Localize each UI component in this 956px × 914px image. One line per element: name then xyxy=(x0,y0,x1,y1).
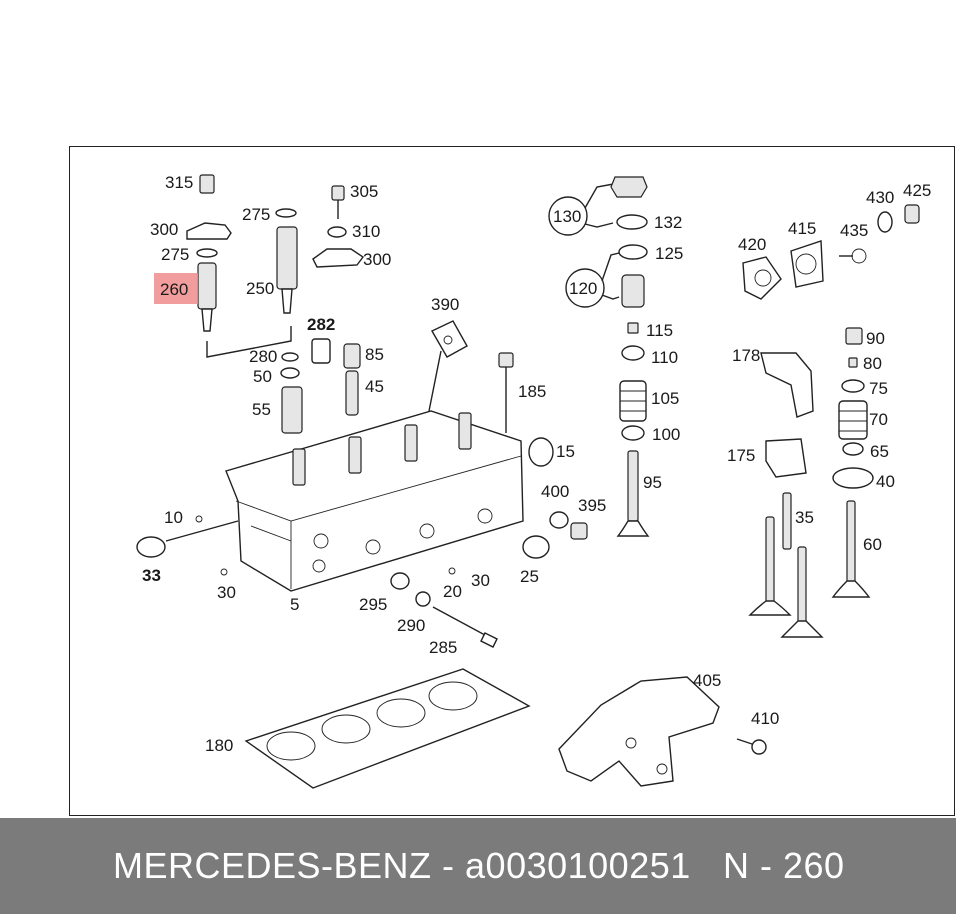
callout-282: 282 xyxy=(307,315,335,334)
callout-110: 110 xyxy=(651,348,678,367)
callout-425: 425 xyxy=(903,181,931,200)
injector-group xyxy=(186,174,365,434)
valve-group-center xyxy=(548,176,650,537)
callout-20: 20 xyxy=(443,582,462,601)
head-gasket xyxy=(244,668,531,789)
callout-275a: 275 xyxy=(242,205,270,224)
callout-315: 315 xyxy=(165,173,193,192)
callout-10: 10 xyxy=(164,508,183,527)
callout-280: 280 xyxy=(249,347,277,366)
callout-400: 400 xyxy=(541,482,569,501)
callout-50: 50 xyxy=(253,367,272,386)
callout-15: 15 xyxy=(556,442,575,461)
callout-120: 120 xyxy=(569,279,597,298)
callout-75: 75 xyxy=(869,379,888,398)
callout-260[interactable]: 260 xyxy=(160,280,188,299)
callout-405: 405 xyxy=(693,671,721,690)
callout-55: 55 xyxy=(252,400,271,419)
callout-275b: 275 xyxy=(161,245,189,264)
caption-bar: MERCEDES-BENZ - a0030100251 N - 260 xyxy=(0,818,956,914)
callout-95: 95 xyxy=(643,473,662,492)
callout-310: 310 xyxy=(352,222,380,241)
callout-300a: 300 xyxy=(150,220,178,239)
bracket-405 xyxy=(558,676,767,787)
callout-420: 420 xyxy=(738,235,766,254)
callout-178: 178 xyxy=(732,346,760,365)
callout-125: 125 xyxy=(655,244,683,263)
callout-390: 390 xyxy=(431,295,459,314)
callout-290: 290 xyxy=(397,616,425,635)
callout-65: 65 xyxy=(870,442,889,461)
callout-25: 25 xyxy=(520,567,539,586)
callout-100: 100 xyxy=(652,425,680,444)
callout-90: 90 xyxy=(866,329,885,348)
callout-130: 130 xyxy=(553,207,581,226)
cylinder-head-exploded-diagram: 315 305 300 275 310 275 300 260 250 282 … xyxy=(136,173,931,789)
callout-60: 60 xyxy=(863,535,882,554)
callout-175: 175 xyxy=(727,446,755,465)
callout-105: 105 xyxy=(651,389,679,408)
callout-85: 85 xyxy=(365,345,384,364)
callout-435: 435 xyxy=(840,221,868,240)
diagram-frame: 315 305 300 275 310 275 300 260 250 282 … xyxy=(69,146,955,816)
position-reference: N - 260 xyxy=(723,845,845,886)
callout-415: 415 xyxy=(788,219,816,238)
cylinder-head-block xyxy=(136,320,588,648)
callout-250: 250 xyxy=(246,279,274,298)
callout-70: 70 xyxy=(869,410,888,429)
callout-180: 180 xyxy=(205,736,233,755)
callout-5: 5 xyxy=(290,595,299,614)
valve-group-right xyxy=(742,204,920,638)
callout-33: 33 xyxy=(142,566,161,585)
callout-115: 115 xyxy=(646,321,673,340)
callout-305: 305 xyxy=(350,182,378,201)
callout-185: 185 xyxy=(518,382,546,401)
callout-395: 395 xyxy=(578,496,606,515)
callout-132: 132 xyxy=(654,213,682,232)
callout-80: 80 xyxy=(863,354,882,373)
callout-35: 35 xyxy=(795,508,814,527)
callout-410: 410 xyxy=(751,709,779,728)
callout-30a: 30 xyxy=(217,583,236,602)
part-number-caption: MERCEDES-BENZ - a0030100251 xyxy=(113,845,691,886)
highlight-260-box xyxy=(154,273,198,304)
callout-labels: 315 305 300 275 310 275 300 260 250 282 … xyxy=(142,173,931,755)
callout-295: 295 xyxy=(359,595,387,614)
callout-45: 45 xyxy=(365,377,384,396)
callout-300b: 300 xyxy=(363,250,391,269)
callout-40: 40 xyxy=(876,472,895,491)
injector-260-icon[interactable] xyxy=(197,262,217,310)
callout-430: 430 xyxy=(866,188,894,207)
callout-30b: 30 xyxy=(471,571,490,590)
callout-285: 285 xyxy=(429,638,457,657)
